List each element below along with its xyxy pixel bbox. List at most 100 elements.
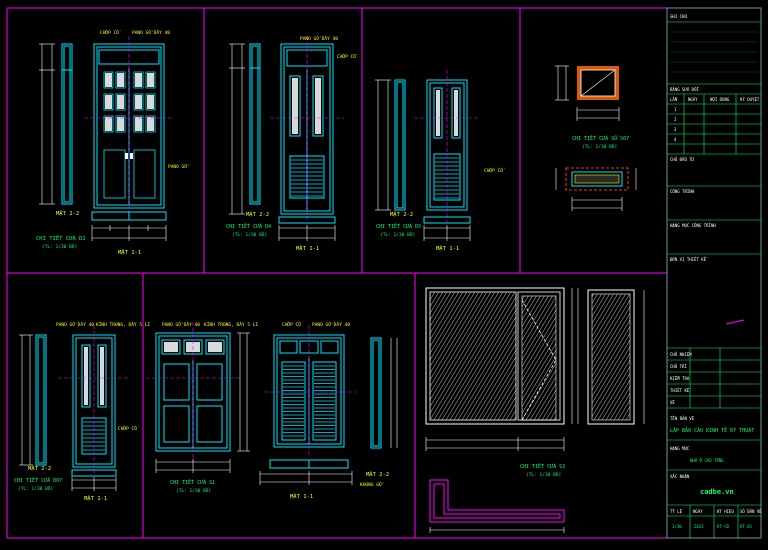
- hatch-line: [592, 352, 630, 418]
- label-d2-section2: MẶT 1-1: [118, 249, 141, 256]
- label-d07-title: CHI TIẾT CỬA D07: [14, 476, 62, 484]
- drawing-labels: CHỚP CỐ PANO GỖ DÀY 40 PANO GỖ MẶT 2-2 M…: [14, 29, 629, 502]
- hatch-line: [609, 386, 630, 420]
- hatch-line: [522, 296, 541, 328]
- hatch-line: [592, 306, 630, 371]
- tb-rev-h2: NỘI DUNG: [710, 97, 730, 102]
- tb-rev-r2: 3: [674, 127, 677, 132]
- hatch-line: [522, 296, 545, 334]
- label-d07-note-top1: PANO GỖ DÀY 40: [56, 321, 94, 328]
- hatch-line: [522, 349, 556, 408]
- label-d5-section: MẶT 2-2: [390, 211, 413, 218]
- label-s1b-note-top1: CHỚP CỐ: [282, 321, 304, 328]
- tb-footer-v0: 1/30: [672, 524, 682, 529]
- hatch-line: [461, 329, 516, 420]
- tb-footer-h2: KÝ HIỆU: [717, 509, 734, 514]
- hatch-line: [430, 292, 476, 368]
- hatch-line: [522, 342, 556, 401]
- hatch-line: [497, 389, 516, 420]
- hatch-line: [430, 292, 508, 420]
- hatch-line: [430, 292, 472, 361]
- label-s1a-note-top2: KÍNH TRONG, DÀY 5 LI: [204, 320, 258, 328]
- hatch-line: [501, 396, 516, 420]
- label-s1b-section: MẶT 2-2: [366, 471, 389, 478]
- label-d4-note-top: PANO GỖ DÀY 40: [300, 35, 338, 42]
- hatch-line: [522, 302, 556, 361]
- hatch-line: [457, 322, 516, 420]
- title-block: GHI CHÚ BẢNG SỬA ĐỔI LẦN NGÀY NỘI DUNG K…: [666, 7, 762, 539]
- tb-footer-v2: KT-CĐ: [717, 524, 730, 529]
- label-d07-scale: (TL: 1/30 BỐ): [18, 485, 54, 492]
- hatch-line: [522, 296, 553, 348]
- tb-logo-label: XÁC NHẬN: [670, 474, 690, 479]
- hatch-line: [481, 362, 516, 420]
- window-detail-s07: [555, 65, 637, 211]
- hatch-line: [433, 292, 512, 420]
- tb-rev-r3: 4: [674, 137, 677, 142]
- label-d2-note-side: PANO GỖ: [168, 163, 190, 170]
- tb-rev-h1: NGÀY: [688, 97, 698, 102]
- hatch-line: [592, 319, 630, 384]
- hatch-line: [477, 356, 516, 420]
- hatch-line: [430, 292, 488, 388]
- label-s07-title: CHI TIẾT CỬA SỔ S07: [572, 134, 629, 142]
- tb-footer-h3: SỐ BẢN VẼ: [740, 509, 762, 514]
- door-detail-d5: [375, 70, 480, 241]
- label-d4-section: MẶT 2-2: [246, 211, 269, 218]
- hatch-line: [529, 376, 556, 420]
- hatch-line: [592, 294, 606, 318]
- tb-don-vi: ĐƠN VỊ THIẾT KẾ: [670, 257, 708, 262]
- hatch-line: [493, 382, 516, 420]
- hatch-line: [605, 379, 630, 420]
- tb-rev-r1: 2: [674, 117, 677, 122]
- label-s3-scale: (TL: 1/30 BỐ): [526, 471, 562, 478]
- tb-rev-r0: 1: [674, 107, 677, 112]
- tb-ten-ban-ve: LẬP BÁO CÁO KINH TẾ KỸ THUẬT: [670, 426, 754, 434]
- hatch-line: [522, 316, 556, 374]
- hatch-line: [473, 349, 516, 420]
- tb-hang-muc2: HẠNG MỤC: [670, 446, 690, 451]
- hatch-line: [525, 369, 556, 420]
- hatch-line: [522, 309, 556, 368]
- hatch-line: [453, 316, 516, 420]
- hatch-line: [597, 366, 630, 420]
- label-d07-note-top2: KÍNH TRONG, DÀY 5 LI: [96, 320, 150, 328]
- label-d5-section2: MẶT 1-1: [436, 245, 459, 252]
- tb-rev-h3: KÝ DUYỆT: [740, 97, 760, 102]
- hatch-line: [430, 292, 448, 321]
- window-detail-s1-louver: [259, 325, 398, 485]
- door-detail-d2: [39, 36, 174, 241]
- label-s3-title: CHI TIẾT CỬA S3: [520, 462, 565, 470]
- door-detail-d4: [229, 36, 344, 241]
- tb-footer-v1: 2022: [694, 524, 704, 529]
- hatch-line: [522, 296, 549, 341]
- hatch-line: [522, 296, 556, 354]
- hatch-line: [592, 346, 630, 411]
- hatch-line: [592, 294, 610, 324]
- hatch-line: [441, 296, 516, 420]
- label-s1a-title: CHI TIẾT CỬA S1: [170, 478, 215, 486]
- tb-role-0: CHỦ NHIỆM: [670, 352, 692, 357]
- hatch-line: [469, 342, 516, 420]
- tb-ghi-chu: GHI CHÚ: [670, 14, 687, 19]
- label-s1b-note-top2: PANO GỖ DÀY 40: [312, 321, 350, 328]
- hatch-line: [430, 292, 468, 354]
- tb-chu-dau-tu: CHỦ ĐẦU TƯ: [670, 157, 695, 162]
- window-detail-s1-glass: [146, 322, 250, 473]
- label-d5-note-side: CHỚP CỐ: [484, 167, 506, 174]
- tb-role-1: CHỦ TRÌ: [670, 364, 687, 369]
- tb-ten-ban-ve-sub: TÊN BẢN VẼ: [670, 416, 695, 421]
- tb-hang-muc: HẠNG MỤC CÔNG TRÌNH: [670, 223, 716, 228]
- tb-role-4: VẼ: [670, 400, 675, 405]
- hatch-line: [592, 294, 618, 338]
- tb-ten-hm: NHÀ Ở CAO TẦNG: [690, 458, 724, 463]
- hatch-line: [592, 294, 630, 358]
- label-d5-scale: (TL: 1/30 BỐ): [380, 231, 416, 238]
- hatch-line: [592, 294, 622, 344]
- hatch-line: [430, 292, 496, 401]
- tb-role-3: THIẾT KẾ: [670, 388, 691, 393]
- hatch-line: [601, 372, 630, 420]
- tb-bang-sua: BẢNG SỬA ĐỔI: [670, 87, 699, 92]
- hatch-line: [430, 292, 484, 381]
- tb-footer-h0: TỶ LỆ: [670, 509, 683, 514]
